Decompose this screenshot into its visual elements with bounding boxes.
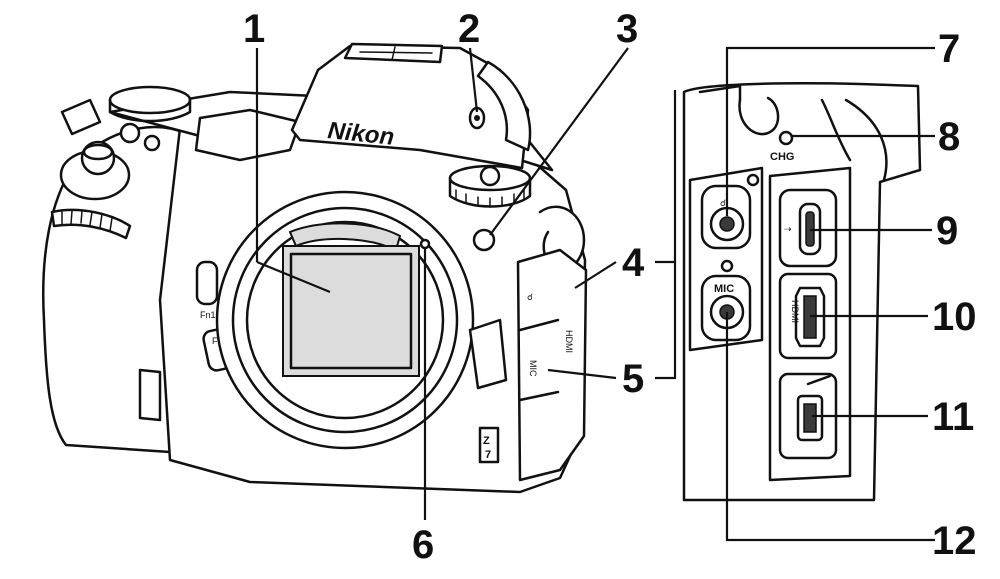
connector-detail-panel: CHG ☌ MIC ⇢ HDMI	[682, 82, 922, 502]
connector-cover[interactable]	[516, 248, 588, 482]
callout-1: 1	[243, 7, 265, 51]
mic-label: MIC	[714, 283, 734, 295]
callout-5: 5	[622, 357, 644, 401]
model-badge-z: Z	[483, 435, 490, 447]
cover-mic-label: MIC	[528, 360, 538, 377]
callout-numbers: 1 2 3 4 5 6 7 8 9 10 11 12	[243, 7, 977, 567]
leader-4	[655, 90, 677, 264]
image-sensor	[282, 245, 420, 377]
callout-4: 4	[622, 241, 645, 285]
callout-12: 12	[932, 519, 977, 563]
lens-mount-inner	[245, 220, 445, 420]
leader-5	[655, 262, 677, 380]
callout-10: 10	[932, 295, 977, 339]
top-lcd-panel	[194, 108, 302, 162]
charge-lamp-label: CHG	[770, 151, 794, 163]
callout-7: 7	[938, 27, 960, 71]
callout-11: 11	[932, 395, 974, 439]
headphone-glyph: ☌	[527, 292, 533, 302]
cover-hdmi-label: HDMI	[564, 330, 574, 353]
video-record-button[interactable]	[119, 122, 141, 144]
leader-12	[725, 312, 935, 542]
callout-6: 6	[412, 523, 434, 567]
mode-dial[interactable]	[108, 85, 192, 115]
leader-lines	[255, 46, 935, 542]
camera-body: Nikon Fn1 Fn2	[42, 42, 588, 494]
power-switch[interactable]	[60, 98, 102, 136]
fn1-label: Fn1	[200, 310, 216, 320]
charge-lamp	[778, 130, 794, 146]
iso-button[interactable]	[143, 134, 161, 152]
lens-release-button[interactable]	[468, 318, 508, 390]
usb-icon: ⇢	[784, 224, 792, 234]
callout-8: 8	[938, 115, 960, 159]
leader-7	[725, 46, 935, 216]
callout-3: 3	[616, 7, 638, 51]
lens-mounting-mark	[419, 238, 431, 250]
headphone-icon: ☌	[720, 198, 726, 208]
leader-3	[489, 47, 629, 236]
grip-sensor-window	[138, 368, 162, 422]
model-badge	[478, 426, 500, 464]
hdmi-label: HDMI	[790, 300, 800, 323]
callout-9: 9	[936, 209, 958, 253]
af-assist-illuminator	[472, 228, 496, 252]
viewfinder-eyecup	[476, 60, 532, 152]
fn1-button[interactable]	[195, 260, 219, 306]
leader-2	[468, 47, 479, 113]
model-badge-number: 7	[485, 449, 491, 461]
callout-2: 2	[458, 7, 480, 51]
